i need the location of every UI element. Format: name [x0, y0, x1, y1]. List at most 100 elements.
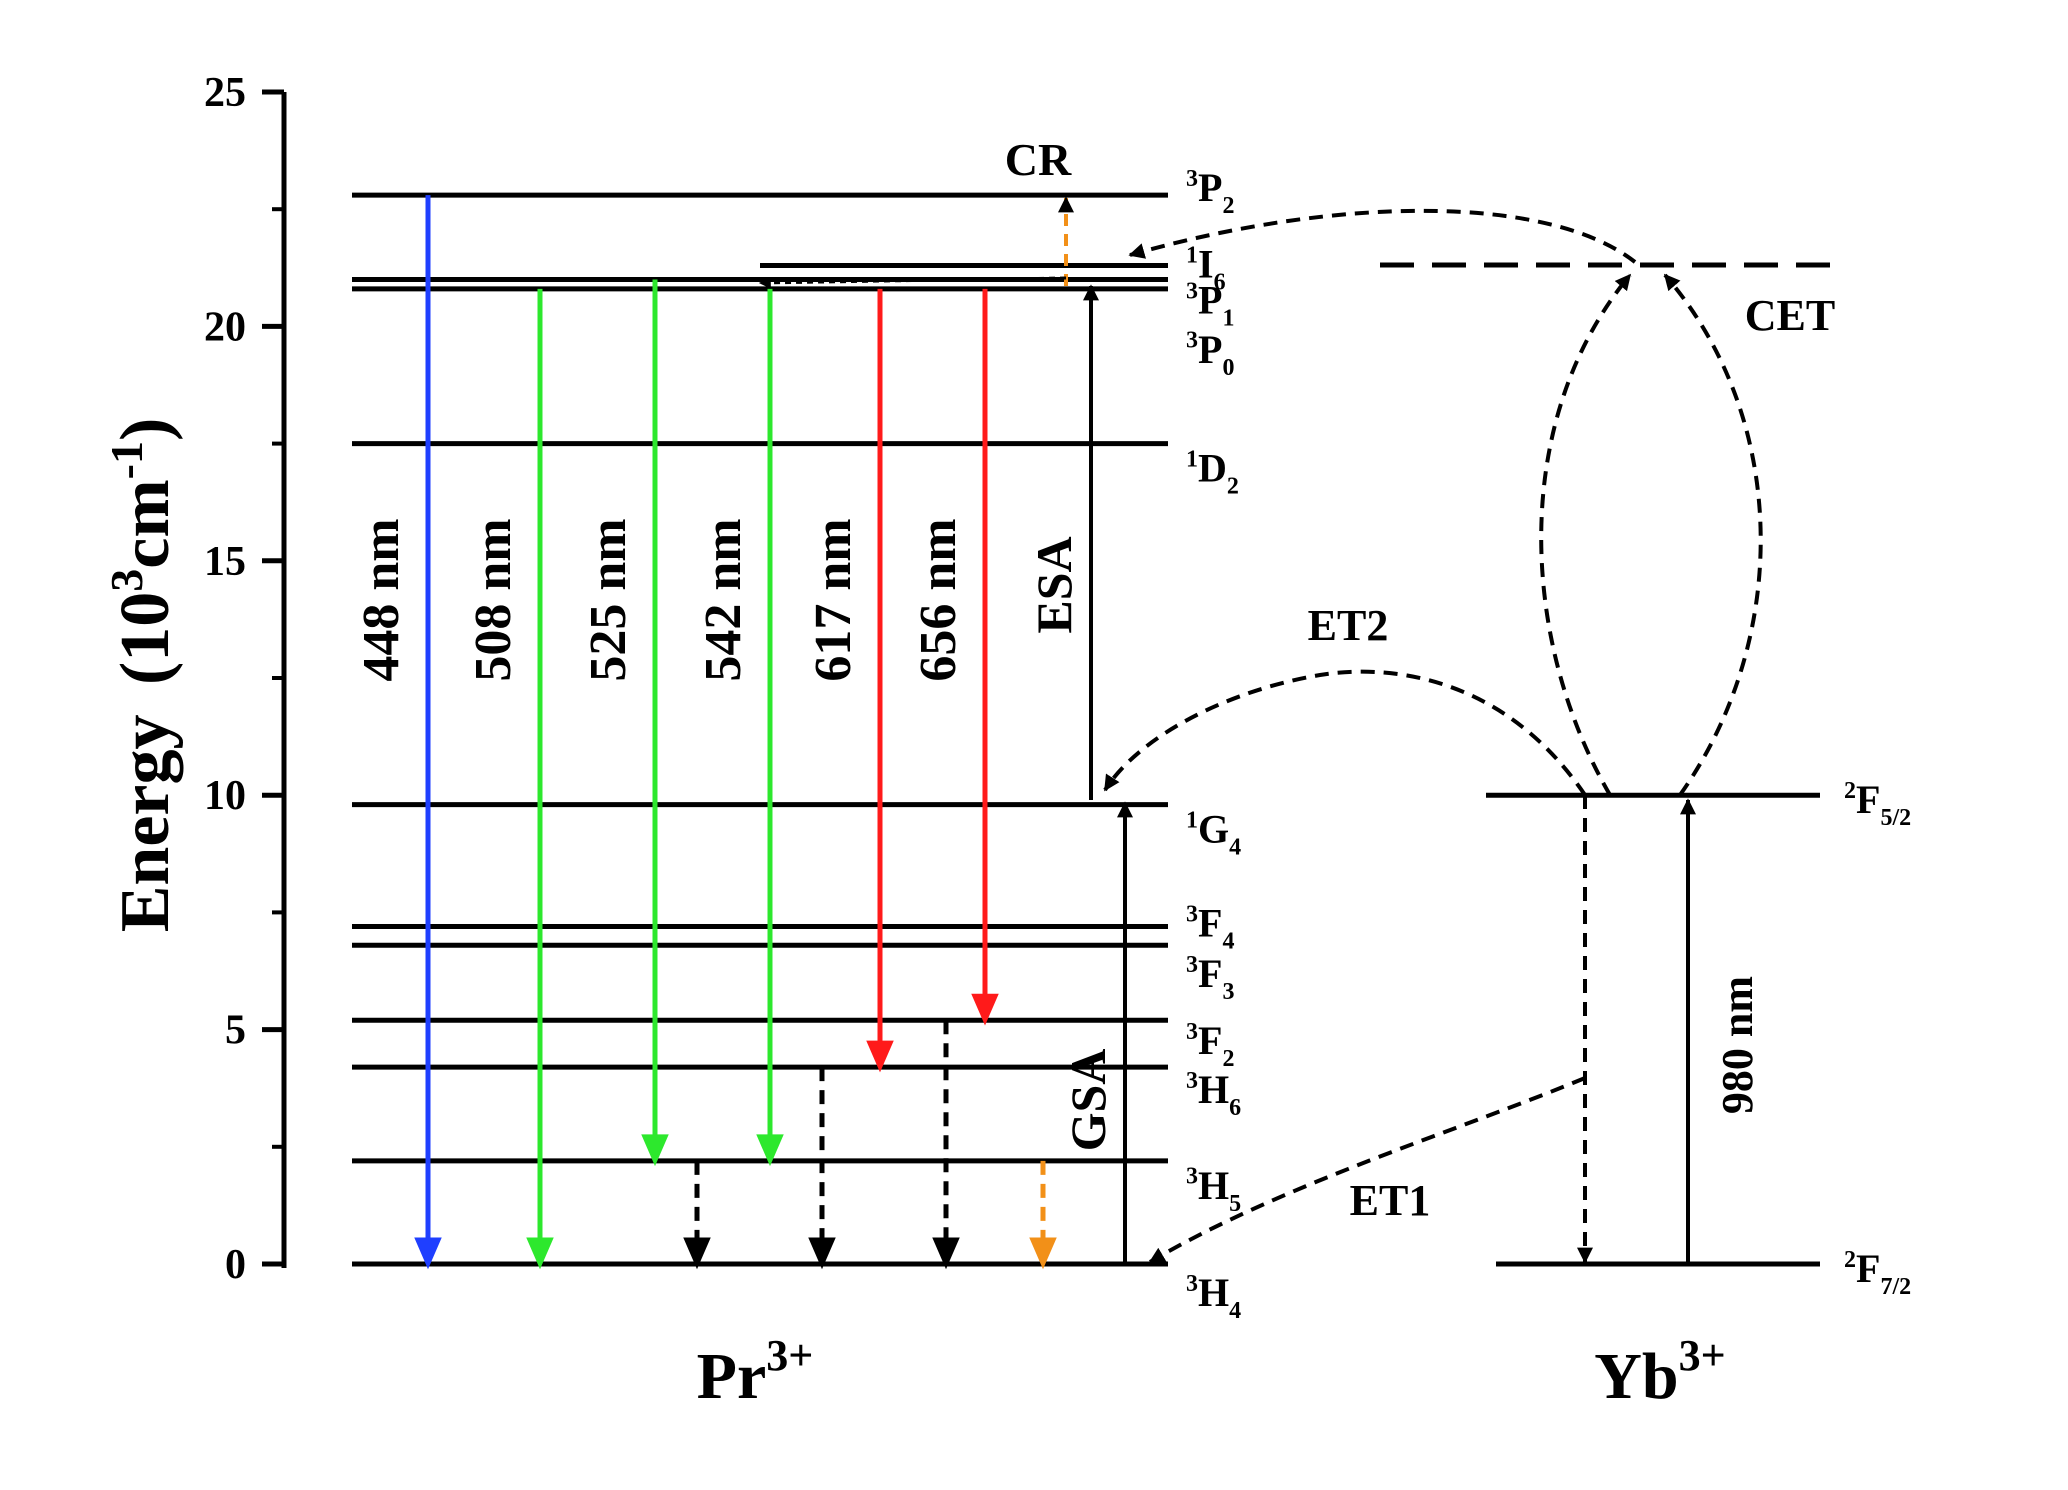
level-label-1I6: 1I6: [1186, 241, 1226, 295]
level-term-letter: F: [1198, 1018, 1222, 1063]
y-axis-label-unit: cm: [107, 479, 184, 568]
level-term-letter: H: [1198, 1163, 1229, 1208]
cet-left-arrow: [1539, 273, 1632, 797]
y-ticks: 0 5 10 15 20 25: [204, 70, 284, 1288]
yb-ion-sup: 3+: [1679, 1331, 1726, 1380]
emission-arrow-4: [866, 288, 894, 1073]
level-j-subscript: 1: [1222, 306, 1234, 332]
y-axis-label-sup1: 3: [101, 569, 152, 592]
nonradiative-transitions: [683, 1020, 1057, 1270]
emission-label: 448 nm: [353, 518, 410, 681]
pr-ion-sup: 3+: [766, 1331, 813, 1380]
level-label-2F72: 2F7/2: [1844, 1246, 1911, 1300]
level-multiplicity: 2: [1844, 1247, 1856, 1273]
level-multiplicity: 3: [1186, 901, 1198, 927]
nonrad-arrow-0: [683, 1160, 711, 1270]
cr-label: CR: [1005, 134, 1072, 185]
et1-label: ET1: [1350, 1176, 1431, 1225]
level-multiplicity: 1: [1186, 446, 1198, 472]
level-multiplicity: 3: [1186, 166, 1198, 192]
y-tick-label: 0: [225, 1242, 246, 1288]
level-j-subscript: 5: [1229, 1191, 1241, 1217]
level-multiplicity: 3: [1186, 1271, 1198, 1297]
pr-ion-base: Pr: [697, 1340, 767, 1413]
emission-label: 617 nm: [805, 518, 862, 681]
y-axis: 0 5 10 15 20 25: [204, 70, 287, 1288]
level-multiplicity: 3: [1186, 1164, 1198, 1190]
y-axis-label-paren-close: ): [107, 418, 184, 441]
et2-arrow: [1103, 669, 1587, 797]
y-axis-label: Energy (103cm-1): [101, 418, 184, 933]
emission-label: 508 nm: [465, 518, 522, 681]
level-j-subscript: 2: [1222, 1046, 1234, 1072]
level-term-letter: P: [1198, 327, 1222, 372]
level-term-letter: F: [1856, 777, 1880, 822]
level-label-3P0: 3P0: [1186, 327, 1234, 381]
y-axis-label-sup2: -1: [101, 441, 152, 479]
level-term-letter: P: [1198, 165, 1222, 210]
emission-label: 525 nm: [580, 518, 637, 681]
level-multiplicity: 2: [1844, 778, 1856, 804]
esa-label: ESA: [1026, 536, 1082, 633]
gsa-label: GSA: [1060, 1049, 1116, 1152]
emission-label: 656 nm: [910, 518, 967, 681]
level-multiplicity: 3: [1186, 1068, 1198, 1094]
emission-arrow-3: [756, 288, 784, 1167]
emission-transitions: 448 nm 508 nm 525 nm 542 nm 617 nm 656 nm: [353, 195, 999, 1270]
nonrad-arrow-3: [1029, 1160, 1057, 1270]
yb-ion-label: Yb3+: [1594, 1331, 1725, 1413]
level-term-letter: D: [1198, 446, 1227, 491]
level-multiplicity: 1: [1186, 807, 1198, 833]
level-term-letter: I: [1198, 241, 1214, 286]
level-term-letter: P: [1198, 278, 1222, 323]
level-j-subscript: 2: [1227, 474, 1239, 500]
level-label-3F2: 3F2: [1186, 1018, 1234, 1072]
y-tick-label: 5: [225, 1008, 246, 1054]
cet-label: CET: [1745, 291, 1835, 340]
cet-right-arrow: [1663, 273, 1763, 797]
emission-arrow-5: [971, 288, 999, 1026]
y-tick-label: 10: [204, 773, 246, 819]
y-tick-label: 15: [204, 539, 246, 585]
et1-arrow: [1148, 1076, 1586, 1264]
level-label-3F4: 3F4: [1186, 900, 1234, 954]
level-j-subscript: 4: [1229, 835, 1241, 861]
level-multiplicity: 3: [1186, 952, 1198, 978]
level-j-subscript: 7/2: [1880, 1274, 1911, 1300]
level-label-1G4: 1G4: [1186, 807, 1241, 861]
nonrad-arrow-1: [808, 1067, 836, 1270]
level-term-letter: F: [1856, 1246, 1880, 1291]
level-j-subscript: 6: [1229, 1095, 1241, 1121]
pump-label: 980 nm: [1713, 976, 1762, 1114]
emission-arrow-1: [526, 288, 554, 1270]
y-axis-label-paren-open: (10: [107, 592, 184, 685]
level-j-subscript: 6: [1214, 269, 1226, 295]
emission-label: 542 nm: [695, 518, 752, 681]
y-axis-label-main: Energy: [107, 715, 184, 933]
level-multiplicity: 3: [1186, 278, 1198, 304]
y-tick-label: 20: [204, 304, 246, 350]
level-multiplicity: 1: [1186, 242, 1198, 268]
yb-ion-base: Yb: [1594, 1340, 1678, 1413]
level-term-letter: F: [1198, 900, 1222, 945]
level-multiplicity: 3: [1186, 1019, 1198, 1045]
level-label-3P2: 3P2: [1186, 165, 1234, 219]
level-multiplicity: 3: [1186, 328, 1198, 354]
level-label-3H4: 3H4: [1186, 1270, 1241, 1324]
level-term-letter: F: [1198, 951, 1222, 996]
emission-arrow-2: [641, 279, 669, 1167]
level-label-1D2: 1D2: [1186, 446, 1239, 500]
level-term-letter: G: [1198, 807, 1229, 852]
level-j-subscript: 5/2: [1880, 805, 1911, 831]
et2-label: ET2: [1308, 601, 1389, 650]
level-label-3P1: 3P1: [1186, 278, 1234, 332]
level-label-2F52: 2F5/2: [1844, 777, 1911, 831]
level-j-subscript: 0: [1222, 355, 1234, 381]
y-tick-label: 25: [204, 70, 246, 116]
level-j-subscript: 4: [1229, 1298, 1241, 1324]
emission-arrow-0: [414, 195, 442, 1270]
